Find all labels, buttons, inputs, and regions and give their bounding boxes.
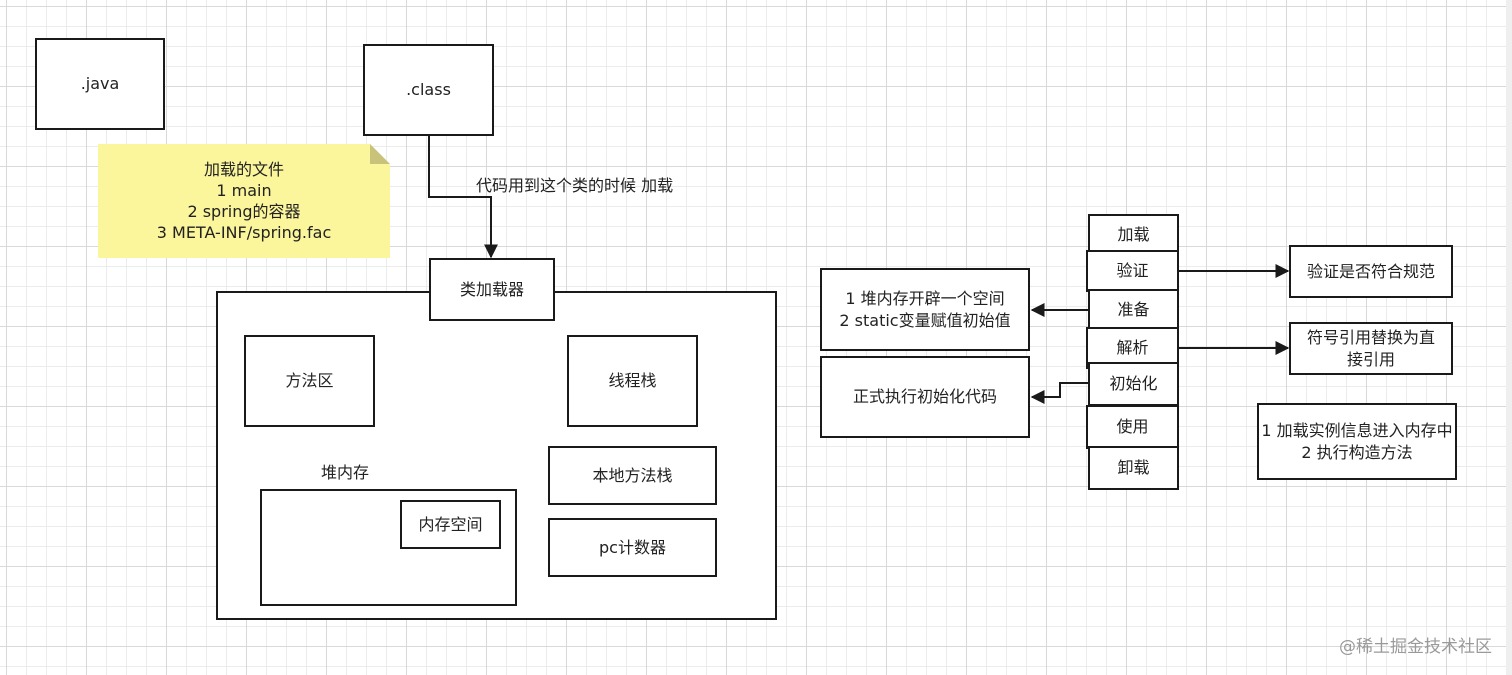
use-note-line: 2 执行构造方法 — [1301, 442, 1413, 462]
resolve-note-line: 接引用 — [1346, 349, 1395, 369]
prepare-note-line: 2 static变量赋值初始值 — [839, 310, 1011, 330]
stage-verify[interactable]: 验证 — [1086, 250, 1179, 292]
verify-note[interactable]: 验证是否符合规范 — [1289, 245, 1453, 298]
stage-label: 加载 — [1117, 225, 1150, 244]
note-line: 1 main — [216, 181, 272, 200]
prepare-note[interactable]: 1 堆内存开辟一个空间 2 static变量赋值初始值 — [820, 268, 1030, 351]
note-line: 2 spring的容器 — [187, 202, 301, 221]
method-area-node[interactable]: 方法区 — [244, 335, 375, 427]
use-note[interactable]: 1 加载实例信息进入内存中 2 执行构造方法 — [1257, 403, 1457, 480]
stage-unload[interactable]: 卸载 — [1088, 446, 1179, 490]
java-file-node[interactable]: .java — [35, 38, 165, 130]
stage-load[interactable]: 加载 — [1088, 214, 1179, 256]
resolve-note[interactable]: 符号引用替换为直 接引用 — [1289, 322, 1453, 375]
resolve-note-line: 符号引用替换为直 — [1306, 327, 1435, 347]
load-edge-label: 代码用到这个类的时候 加载 — [476, 176, 674, 195]
pc-counter-node[interactable]: pc计数器 — [548, 518, 717, 577]
use-note-line: 1 加载实例信息进入内存中 — [1261, 420, 1453, 440]
native-method-stack-node[interactable]: 本地方法栈 — [548, 446, 717, 505]
stage-label: 解析 — [1116, 338, 1149, 357]
class-file-node[interactable]: .class — [363, 44, 494, 136]
stage-use[interactable]: 使用 — [1086, 405, 1179, 449]
verify-note-label: 验证是否符合规范 — [1306, 261, 1435, 281]
init-note-label: 正式执行初始化代码 — [852, 387, 997, 406]
memory-space-node[interactable]: 内存空间 — [400, 500, 501, 549]
class-loader-label: 类加载器 — [459, 279, 524, 299]
thread-stack-node[interactable]: 线程栈 — [567, 335, 698, 427]
memory-space-label: 内存空间 — [418, 514, 483, 534]
loaded-files-note[interactable]: 加载的文件 1 main 2 spring的容器 3 META-INF/spri… — [98, 144, 390, 258]
init-note[interactable]: 正式执行初始化代码 — [820, 356, 1030, 438]
scrollbar[interactable] — [1506, 0, 1512, 675]
stage-label: 初始化 — [1109, 374, 1158, 393]
init-arrow — [1030, 382, 1088, 404]
prepare-note-line: 1 堆内存开辟一个空间 — [845, 288, 1005, 308]
heap-label: 堆内存 — [321, 463, 370, 482]
stage-label: 使用 — [1116, 417, 1149, 436]
watermark: @稀土掘金技术社区 — [1339, 637, 1492, 657]
stage-initialize[interactable]: 初始化 — [1088, 362, 1179, 406]
stage-label: 卸载 — [1117, 458, 1150, 477]
java-file-label: .java — [80, 74, 120, 93]
class-to-loader-arrow — [428, 135, 498, 259]
class-file-label: .class — [406, 80, 451, 99]
native-method-stack-label: 本地方法栈 — [592, 465, 673, 485]
class-loader-node[interactable]: 类加载器 — [429, 258, 555, 321]
stage-prepare[interactable]: 准备 — [1088, 289, 1179, 331]
stage-label: 准备 — [1117, 300, 1150, 319]
note-line: 3 META-INF/spring.fac — [156, 223, 332, 242]
thread-stack-label: 线程栈 — [608, 371, 657, 390]
method-area-label: 方法区 — [285, 371, 334, 390]
pc-counter-label: pc计数器 — [599, 537, 666, 557]
note-line: 加载的文件 — [203, 160, 284, 179]
stage-label: 验证 — [1116, 261, 1149, 280]
